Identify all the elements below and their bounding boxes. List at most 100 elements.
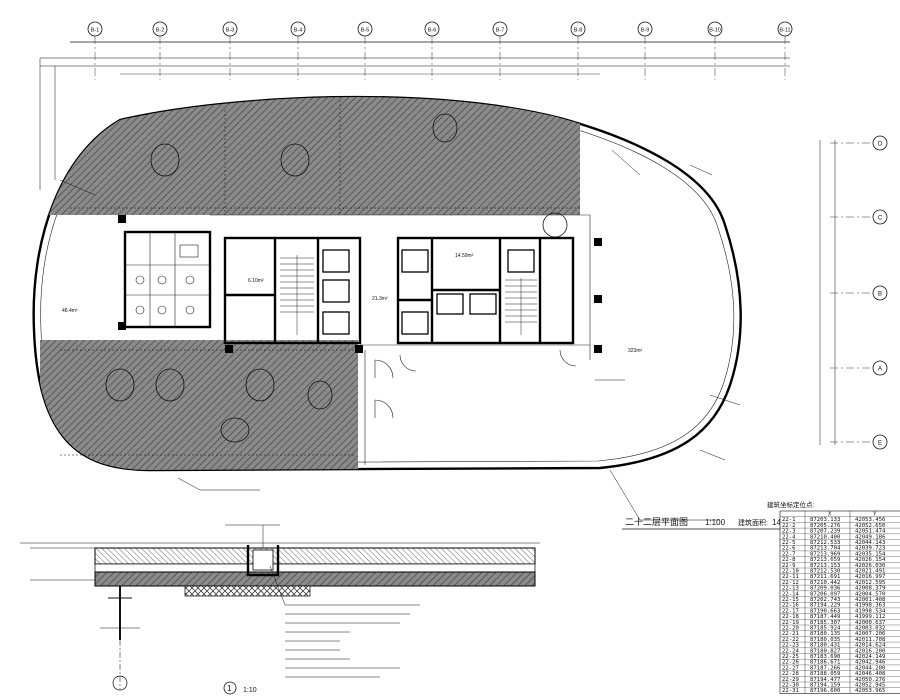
coord-table-cell: 22-16 <box>782 603 799 609</box>
grid-axis-lines <box>94 36 872 443</box>
coord-table-cell: 22-30 <box>782 683 799 689</box>
coord-table-cell: 87187.449 <box>810 614 840 620</box>
coord-table-cell: 22-4 <box>782 534 796 540</box>
axis-label-top: B-9 <box>641 28 650 34</box>
core-walls <box>223 236 575 345</box>
coord-table-cell: 22-2 <box>782 523 795 529</box>
axis-bubble-top: B-7 <box>492 21 508 37</box>
axis-bubble-top: B-10 <box>707 21 723 37</box>
coord-table-cell: 22-20 <box>782 626 799 632</box>
coord-table-cell: 87190.663 <box>810 608 840 614</box>
coord-table-cell: 42044.200 <box>855 665 885 671</box>
coord-table-title: 建筑坐标定位点: <box>767 500 815 509</box>
coord-table-cell: 87202.743 <box>810 597 840 603</box>
axis-label-top: B-2 <box>156 28 165 34</box>
coord-table-cell: 22-11 <box>782 574 799 580</box>
coord-table-cell: 42001.408 <box>855 597 886 603</box>
coord-table-cell: 42016.200 <box>855 648 885 654</box>
coord-table-cell: 42049.186 <box>855 534 885 540</box>
coord-table-cell: 22-13 <box>782 586 799 592</box>
coord-table-cell: 42026.030 <box>855 563 885 569</box>
axis-label-right: B <box>878 292 882 298</box>
coord-table-cell: 87183.690 <box>810 654 840 660</box>
coord-table-cell: 87180.431 <box>810 643 840 649</box>
axis-bubble-top: B-1 <box>87 21 103 37</box>
section-detail: 1 1:10 <box>20 524 540 695</box>
detail-scale: 1:10 <box>243 687 257 694</box>
axis-bubble-top: B-8 <box>570 21 586 37</box>
coord-table-cell: 87203.133 <box>810 517 840 523</box>
column-circles <box>105 113 568 443</box>
coord-table-cell: 22-29 <box>782 677 799 683</box>
coord-table-cell: 41998.363 <box>855 603 885 609</box>
axis-bubble-right: A <box>872 360 888 376</box>
coord-table-cell: 42046.408 <box>855 671 886 677</box>
axis-bubble-top: B-3 <box>222 21 238 37</box>
coord-table-cell: 87186.671 <box>810 660 840 666</box>
axis-label-top: B-4 <box>294 28 303 34</box>
axis-bubble-top: B-4 <box>290 21 306 37</box>
coord-table-cell: 42053.456 <box>855 517 885 523</box>
coord-table-cell: 42050.276 <box>855 677 885 683</box>
coord-table-cell: 87212.533 <box>810 540 840 546</box>
elevators <box>322 249 535 335</box>
room-area-core: 21.3m² <box>372 296 388 302</box>
coord-table-cell: 22-1 <box>782 517 795 523</box>
room-area-ne: 14.59m² <box>455 253 474 259</box>
axis-bubble-right: E <box>872 434 888 450</box>
coord-table-cell: 22-23 <box>782 643 799 649</box>
coord-table-cell: 42039.723 <box>855 546 885 552</box>
partition-lines <box>210 214 591 465</box>
coord-table-cell: 42026.154 <box>855 557 886 563</box>
coord-table-cell: 42051.474 <box>855 529 886 535</box>
coord-table-cell: 87196.600 <box>810 688 840 694</box>
axis-label-right: A <box>878 367 882 373</box>
coord-table-cell: 22-21 <box>782 631 799 637</box>
axis-label-top: B-10 <box>709 28 721 34</box>
coord-table-cell: 22-27 <box>782 665 799 671</box>
coord-table-cell: 22-15 <box>782 597 799 603</box>
coord-table-cell: 87210.400 <box>810 534 840 540</box>
coord-table-cell: 87209.036 <box>810 586 840 592</box>
coord-table-cell: 22-17 <box>782 608 799 614</box>
coord-table-cell: 87185.307 <box>810 620 840 626</box>
coord-table-cell: 42012.595 <box>855 580 885 586</box>
coord-table-cell: 41999.112 <box>855 614 885 620</box>
axis-bubble-top: B-9 <box>637 21 653 37</box>
drawing-title: 二十二层平面图 <box>625 516 688 527</box>
coord-table-cell: 42016.997 <box>855 574 885 580</box>
drawing-scale: 1:100 <box>705 518 726 527</box>
axis-bubble-top: B-6 <box>424 21 440 37</box>
axis-label-top: B-5 <box>361 28 370 34</box>
room-area-stair: 6.10m² <box>248 278 264 284</box>
axis-bubble-top: B-2 <box>152 21 168 37</box>
coord-table-cell: 87180.035 <box>810 637 840 643</box>
coord-table-cell: 87180.827 <box>810 648 840 654</box>
coord-table-cell: 22-6 <box>782 546 795 552</box>
coord-table-cell: 87207.239 <box>810 529 840 535</box>
coord-table-cell: 42014.624 <box>855 643 886 649</box>
room-area-east: 323m² <box>628 348 643 354</box>
coord-table-cell: 87188.059 <box>810 671 840 677</box>
right-dimension-lines <box>819 140 836 445</box>
coord-table-cell: 42052.945 <box>855 683 885 689</box>
coord-table-cell: 87194.477 <box>810 677 840 683</box>
coord-table-cell: 87213.704 <box>810 546 841 552</box>
hatched-zones <box>40 97 580 470</box>
coord-table-cell: 22-18 <box>782 614 799 620</box>
coord-table-cell: 22-8 <box>782 557 796 563</box>
coord-table-cell: 87194.159 <box>810 683 840 689</box>
axis-label-top: B-8 <box>574 28 583 34</box>
axis-label-right: E <box>878 441 882 447</box>
coord-table-cell: 42021.491 <box>855 569 885 575</box>
coord-table-cell: 41998.534 <box>855 608 886 614</box>
coord-table-cell: 42000.637 <box>855 620 885 626</box>
coord-table-cell: 42004.570 <box>855 591 885 597</box>
coord-table-cell: 22-14 <box>782 591 799 597</box>
coord-table-cell: 87205.276 <box>810 523 840 529</box>
coord-table-cell: 22-22 <box>782 637 799 643</box>
